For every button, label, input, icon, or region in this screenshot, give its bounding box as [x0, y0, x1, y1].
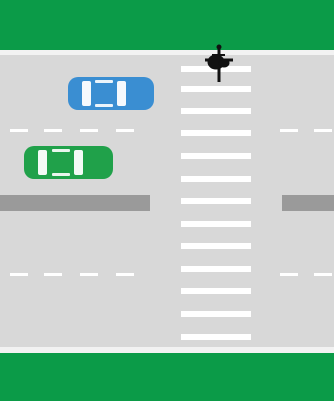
right-median-bar [282, 195, 334, 211]
top-curb [0, 50, 334, 55]
bottom-grass-strip [0, 353, 334, 401]
bottom-curb [0, 347, 334, 353]
green-car-icon [24, 146, 113, 179]
top-grass-strip [0, 0, 334, 50]
left-median-bar [0, 195, 150, 211]
blue-car-icon [68, 77, 154, 110]
